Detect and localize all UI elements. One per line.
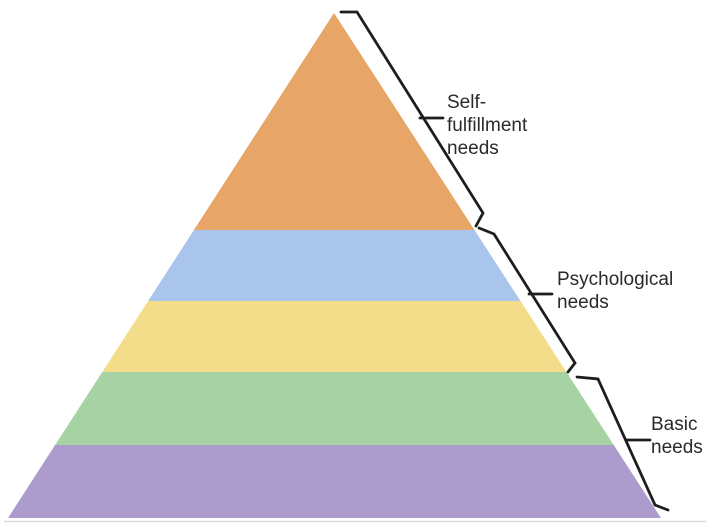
label-psychological-needs: Psychological needs: [557, 269, 674, 313]
pyramid-layer-5: [8, 445, 661, 518]
bracket-basic: [575, 375, 670, 512]
pyramid-layer-1: [193, 13, 475, 230]
label-basic-needs: Basic needs: [651, 414, 703, 458]
label-self-fulfillment-needs: Self-fulfillment needs: [447, 92, 528, 159]
bracket-self-fulfillment: [339, 10, 485, 228]
pyramid-layer-3: [102, 301, 567, 372]
bracket-psychological: [477, 226, 577, 374]
pyramid-layer-2: [148, 230, 521, 301]
pyramid-layer-4: [55, 372, 614, 445]
